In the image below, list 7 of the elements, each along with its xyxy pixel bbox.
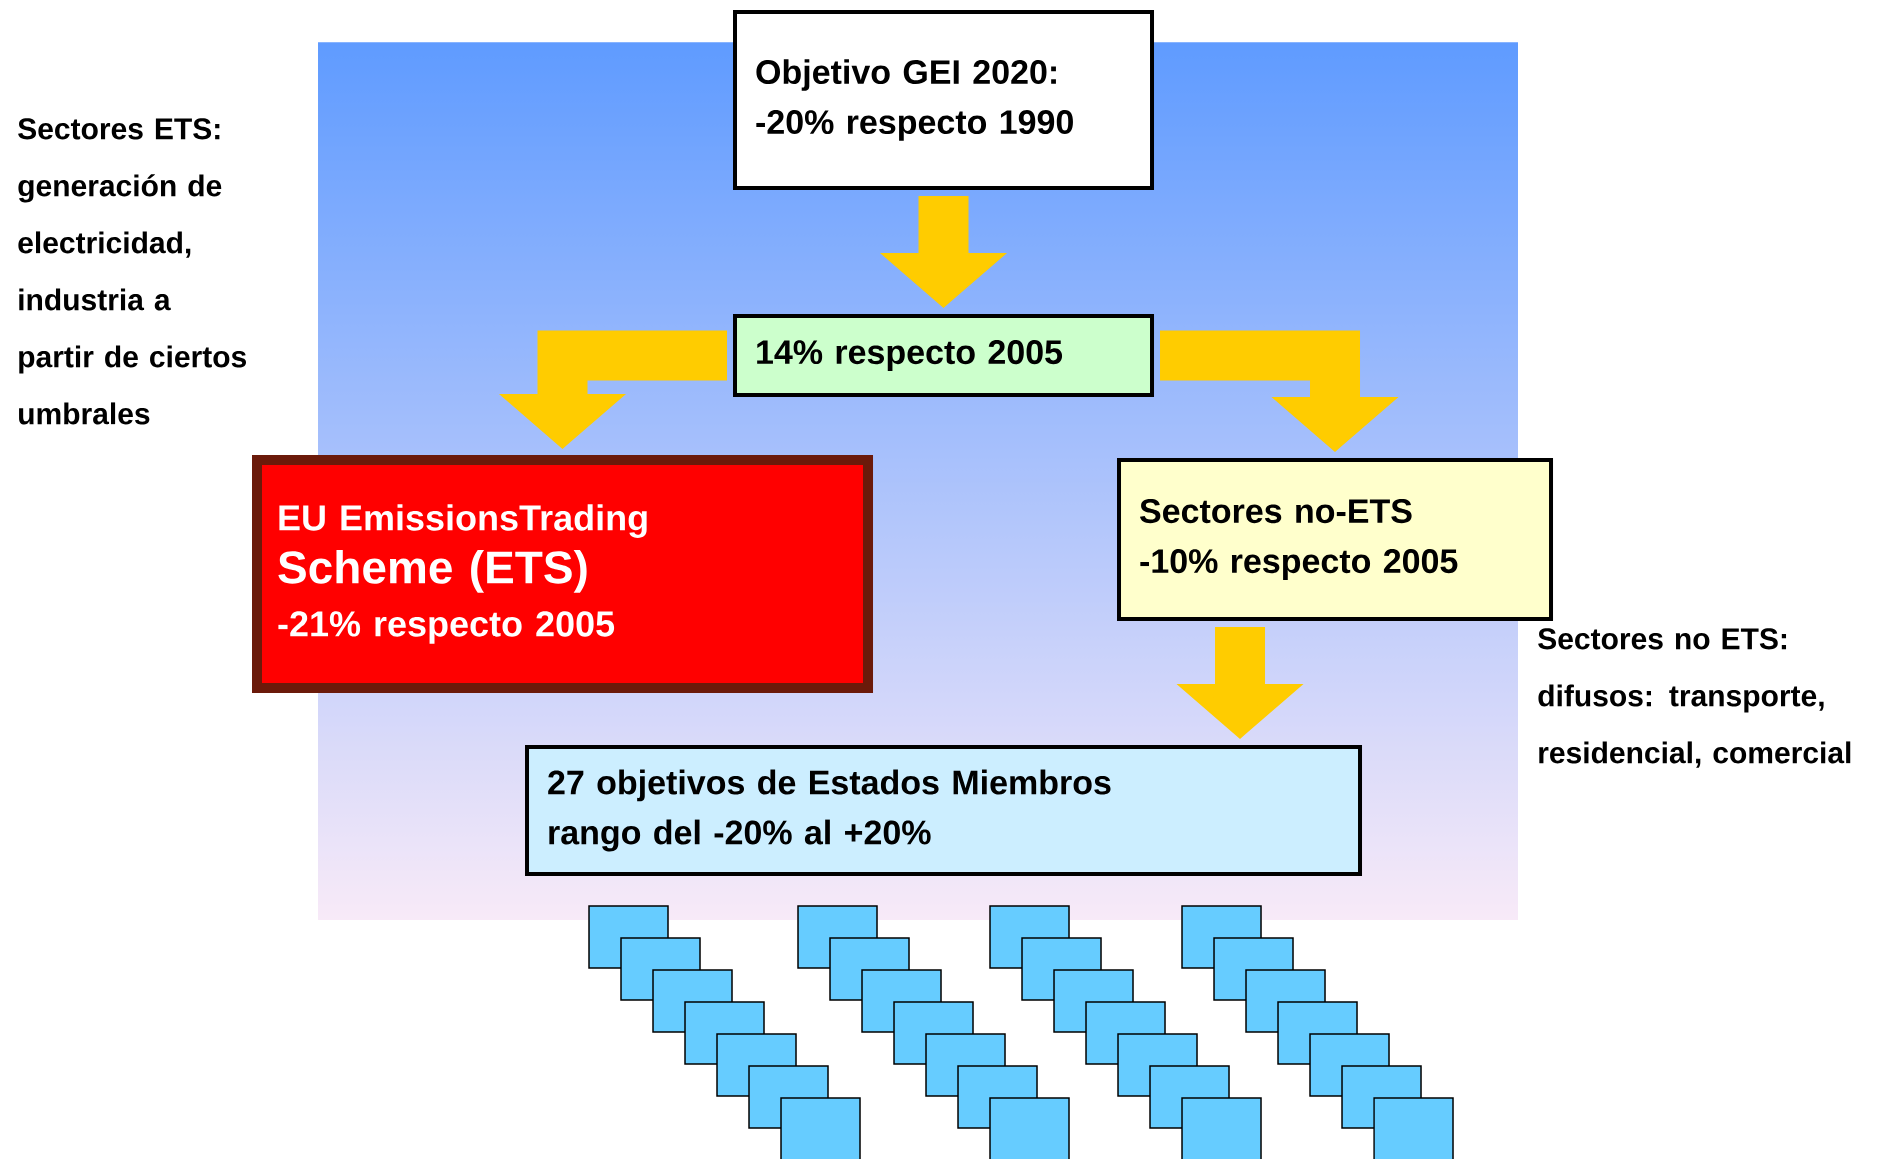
text-box: EU EmissionsTrading Scheme (ETS) -21% respecto 2005: [252, 455, 873, 693]
side-note: Sectores ETS: generación de electricidad, industria a partir de ciertos umbrales: [18, 118, 246, 425]
text-box: 27 objetivos de Estados Miembros rango del -20% al +20%: [525, 745, 1362, 876]
text-box: 14% respecto 2005: [733, 314, 1154, 397]
text-box: Sectores no-ETS -10% respecto 2005: [1117, 458, 1553, 621]
side-note: Sectores no ETS: difusos: transporte, residencial, comercial: [1538, 628, 1851, 768]
text-box: Objetivo GEI 2020: -20% respecto 1990: [733, 10, 1154, 190]
